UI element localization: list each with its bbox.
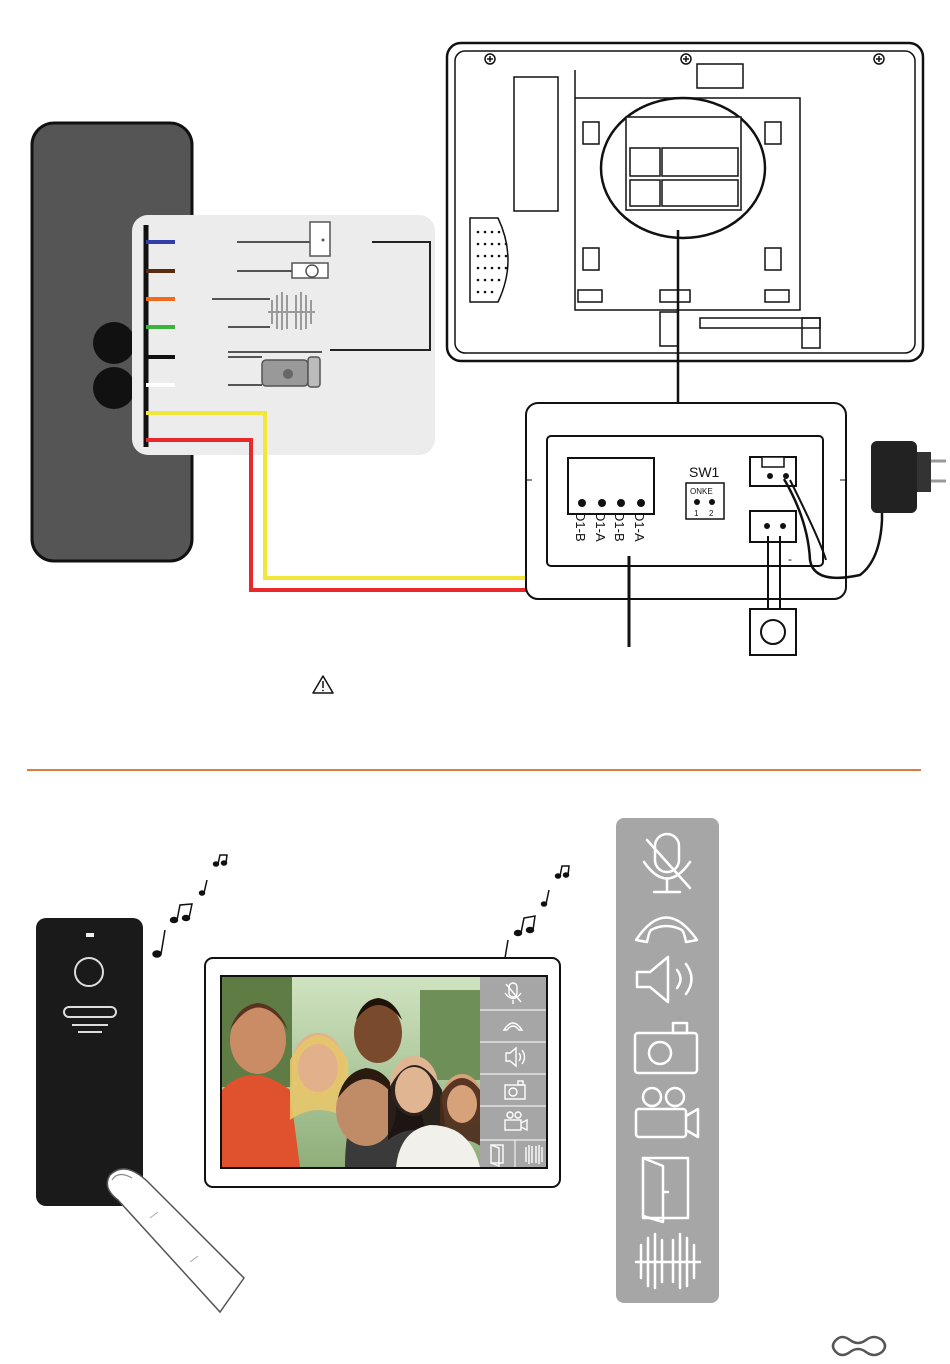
- power-adapter-icon: [871, 441, 946, 513]
- terminal-label-3: D1-B: [612, 512, 627, 542]
- terminal-label-2: D1-A: [593, 512, 608, 542]
- finger-pressing-icon: [107, 1169, 244, 1312]
- power-minus-label: -: [788, 552, 792, 566]
- doorbell-button-icon: [750, 609, 796, 655]
- sw1-title: SW1: [689, 464, 720, 480]
- brand-logo-icon: [833, 1337, 885, 1355]
- electric-strike-icon: [292, 263, 328, 278]
- terminal-label-4: D1-A: [632, 512, 647, 542]
- warning-triangle-icon: [313, 676, 333, 693]
- monitor-back-view: [447, 43, 923, 402]
- sw1-pos1: 1: [694, 509, 699, 518]
- door-lock-icon: [310, 222, 330, 256]
- music-notes-left-icon: [153, 855, 227, 957]
- terminal-label-1: D1-B: [573, 512, 588, 542]
- sw1-pos2: 2: [709, 509, 714, 518]
- icon-legend-panel: [616, 818, 719, 1303]
- outdoor-unit-front: [36, 918, 143, 1206]
- monitor-control-column: [480, 977, 546, 1167]
- music-notes-right-icon: [496, 866, 569, 967]
- speaker-grille: [470, 218, 508, 302]
- monitor-front: [205, 958, 560, 1187]
- connection-box: D1-B D1-A D1-B D1-A SW1 ONKE 1 2 -: [526, 403, 946, 655]
- sw1-onke: ONKE: [690, 487, 713, 496]
- video-call-preview: [222, 977, 486, 1167]
- electric-lock-icon: [262, 357, 320, 387]
